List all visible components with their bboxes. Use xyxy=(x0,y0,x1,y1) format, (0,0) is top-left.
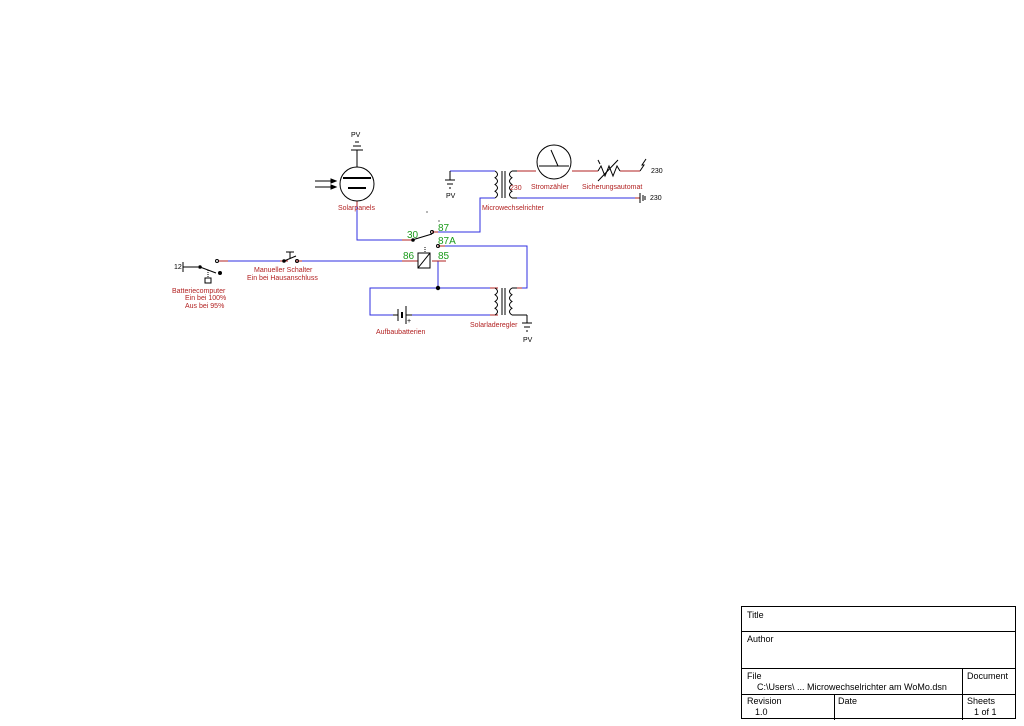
labels: PV Solarpanels PV 230 Microwechselrichte… xyxy=(172,132,663,344)
label-pv-mid: PV xyxy=(446,193,456,200)
relay-pin-86: 86 xyxy=(403,251,415,262)
revision-label: Revision xyxy=(747,696,782,706)
solar-panel-symbol xyxy=(315,141,375,202)
circuit-breaker-symbol xyxy=(597,158,647,182)
battery-symbol xyxy=(393,306,412,324)
label-pv-bottom: PV xyxy=(523,337,533,344)
title-label: Title xyxy=(747,610,764,620)
wire-relay87-to-inverter xyxy=(432,197,495,233)
label-batteriecomputer: Batteriecomputer xyxy=(172,288,226,295)
sheets-label: Sheets xyxy=(967,696,996,706)
author-label: Author xyxy=(747,634,774,644)
terminal-230-symbol xyxy=(639,193,646,203)
label-stromzaehler: Stromzähler xyxy=(531,184,569,191)
inverter-transformer-symbol xyxy=(494,170,517,199)
label-microwechselrichter: Microwechselrichter xyxy=(482,205,545,212)
label-manueller-schalter: Manueller Schalter xyxy=(254,267,313,274)
label-battery-plus: + xyxy=(407,318,411,325)
file-value: C:\Users\ ... Microwechselrichter am WoM… xyxy=(757,682,947,692)
label-transformer-230: 230 xyxy=(510,185,522,192)
label-230-b: 230 xyxy=(650,195,662,202)
manual-switch-symbol xyxy=(282,251,299,263)
label-230-a: 230 xyxy=(651,168,663,175)
wire-battery-loop xyxy=(369,287,495,316)
label-12v: 12 xyxy=(174,264,182,271)
file-label: File xyxy=(747,671,762,681)
relay-symbol xyxy=(411,230,440,269)
wire-relay87a-to-regler xyxy=(440,245,528,289)
pin-stubs xyxy=(218,170,640,316)
date-label: Date xyxy=(838,696,858,706)
relay-pin-30: 30 xyxy=(407,230,419,241)
wires xyxy=(222,170,636,316)
stray-dot xyxy=(426,211,428,213)
label-solarpanels: Solarpanels xyxy=(338,205,375,212)
revision-value: 1.0 xyxy=(755,707,768,717)
relay-pin-85: 85 xyxy=(438,251,450,262)
pv-ground-symbol xyxy=(445,171,455,189)
label-sicherungsautomat: Sicherungsautomat xyxy=(582,184,642,191)
document-label: Document xyxy=(967,671,1009,681)
label-solarladeregler: Solarladeregler xyxy=(470,322,518,329)
label-ein-hausanschluss: Ein bei Hausanschluss xyxy=(247,275,318,282)
junction-dot xyxy=(435,285,441,291)
label-aus-95: Aus bei 95% xyxy=(185,303,224,310)
battery-computer-switch-symbol xyxy=(182,259,222,284)
label-aufbaubatterien: Aufbaubatterien xyxy=(376,329,426,336)
relay-pin-87: 87 xyxy=(438,223,450,234)
label-ein-100: Ein bei 100% xyxy=(185,295,226,302)
sheets-value: 1 of 1 xyxy=(974,707,997,717)
relay-pin-87a: 87A xyxy=(438,236,456,247)
charge-regulator-transformer-symbol xyxy=(494,287,532,332)
label-pv-top: PV xyxy=(351,132,361,139)
title-block: Title Author File C:\Users\ ... Microwec… xyxy=(741,606,1016,720)
energy-meter-symbol xyxy=(536,144,572,180)
stray-dot xyxy=(438,220,440,222)
wire-solar-to-relay xyxy=(356,206,412,241)
